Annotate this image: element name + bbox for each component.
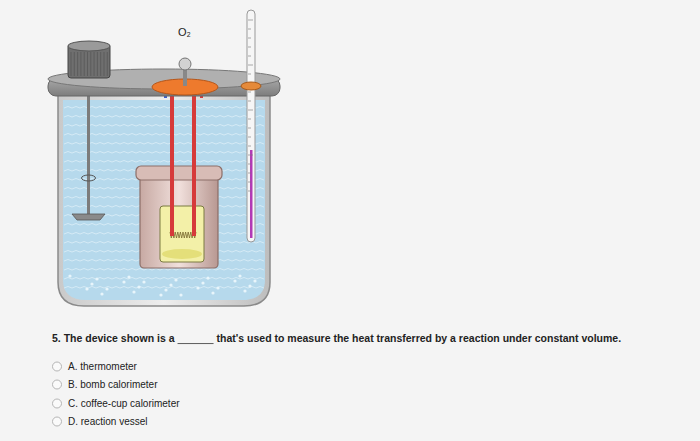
water-waves [64,107,264,289]
thermometer [247,10,255,242]
answer-blank [178,343,214,344]
bomb-vessel [140,172,218,268]
answer-option: C. coffee-cup calorimeter [68,398,180,409]
sample-cup [160,206,204,262]
answer-option: D. reaction vessel [68,416,147,427]
stirrer-shaft [87,76,90,216]
water [63,100,265,300]
thermometer-port [241,82,261,90]
answer-option: A. thermometer [68,361,137,372]
ignition-wire [170,96,174,236]
radio-buttons [53,362,62,426]
thermometer-liquid [250,150,253,238]
ignition-wire [192,96,196,236]
question-text: 5. The device shown is a [52,333,175,345]
question-text: that's used to measure the heat transfer… [217,333,622,345]
rotation-arrow [82,175,96,181]
thermometer-scale [248,20,253,191]
answer-option: B. bomb calorimeter [68,379,157,390]
motor-ribs [71,52,107,76]
oxygen-valve [179,58,191,70]
sample [162,249,202,259]
bomb-lid [136,166,222,180]
stirrer-propeller [72,214,105,220]
gas-label: O₂ [178,26,191,38]
water-bubbles [68,274,256,296]
